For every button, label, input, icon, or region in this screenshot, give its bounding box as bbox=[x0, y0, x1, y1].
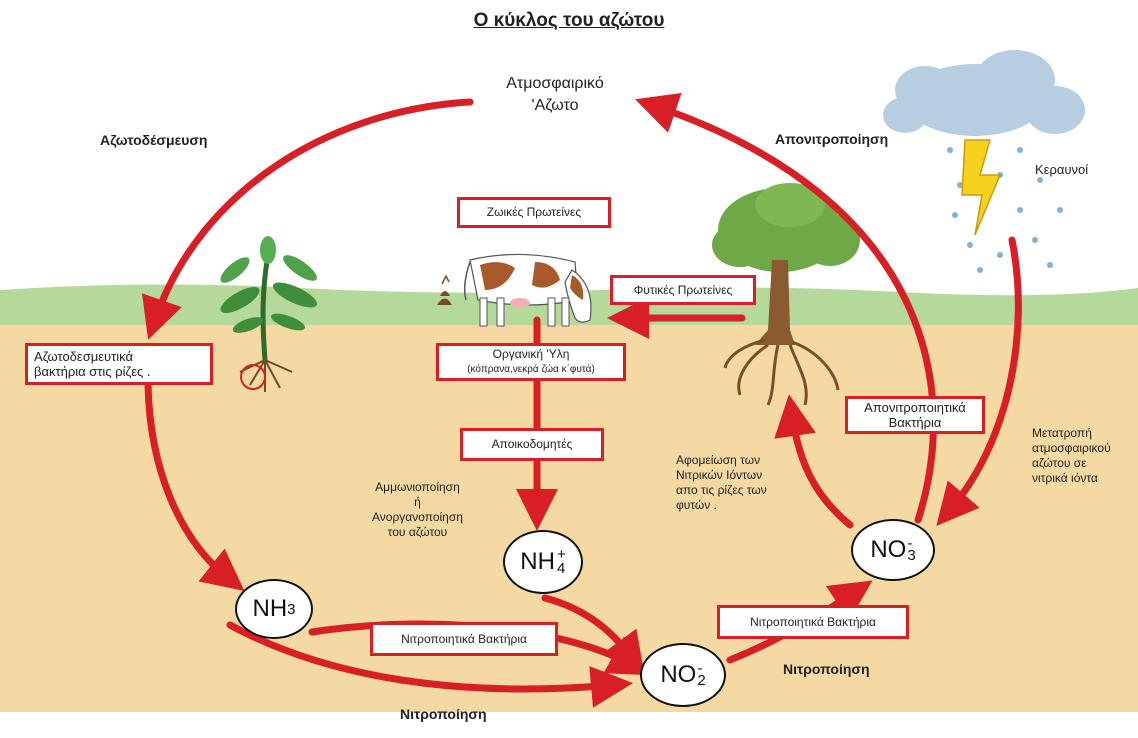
manure-icon bbox=[437, 274, 452, 305]
no2-base: NO bbox=[660, 661, 697, 688]
organic-matter-line2: (κόπρανα,νεκρά ζώα κ΄φυτά) bbox=[467, 364, 595, 375]
nh3-subscript: 3 bbox=[287, 600, 296, 618]
no2-node: NO - 2 bbox=[640, 643, 726, 707]
organic-matter-line1: Οργανική 'Υλη bbox=[492, 347, 570, 361]
ammonification-label: Αμμωνιοποίηση ή Ανοργανοποίηση του αζώτο… bbox=[372, 480, 463, 539]
animal-proteins-box: Ζωικές Πρωτείνες bbox=[457, 197, 611, 228]
arrow-fixation bbox=[142, 98, 474, 340]
nitrification-label-right: Νιτροποίηση bbox=[783, 661, 870, 677]
arrows-layer bbox=[142, 92, 1022, 708]
no3-base: NO bbox=[870, 536, 907, 563]
plant-icon bbox=[220, 236, 318, 392]
decomposers-box: Αποικοδομητές bbox=[460, 428, 604, 461]
nh4-subscript: 4 bbox=[556, 560, 566, 577]
no3-node: NO - 3 bbox=[851, 519, 935, 581]
lightning-label: Κεραυνοί bbox=[1035, 162, 1089, 177]
no3-charge: - bbox=[907, 535, 913, 552]
arrow-to-nh3 bbox=[144, 381, 245, 592]
nh3-base: NH bbox=[252, 595, 288, 622]
cow-icon bbox=[463, 253, 592, 327]
organic-matter-box: Οργανική 'Υλη (κόπρανα,νεκρά ζώα κ΄φυτά) bbox=[436, 343, 626, 381]
nitrifying-bacteria-box-1: Νιτροποιητικά Βακτήρια bbox=[370, 622, 558, 656]
fixation-label: Αζωτοδέσμευση bbox=[100, 132, 208, 148]
lightning-conversion-label: Μετατροπή ατμοσφαιρικού αζώτου σε νιτρικ… bbox=[1032, 426, 1111, 485]
arrow-denitrification bbox=[635, 92, 937, 524]
denitrifying-bacteria-box: Απονιτροποιητικά Βακτήρια bbox=[845, 396, 985, 434]
nitrate-uptake-label: Αφομείωση των Νιτρικών Ιόντων απο τις ρί… bbox=[676, 453, 767, 512]
tree-icon bbox=[712, 183, 860, 406]
nh4-charge: + bbox=[556, 546, 566, 563]
nitrifying-bacteria-box-2: Νιτροποιητικά Βακτήρια bbox=[717, 605, 909, 639]
bottom-margin bbox=[0, 712, 1138, 738]
fixing-bacteria-box: Αζωτοδεσμευτικά βακτήρια στις ρίζες . bbox=[25, 343, 213, 385]
plant-proteins-box: Φυτικές Πρωτείνες bbox=[610, 275, 756, 305]
no2-subscript: 2 bbox=[697, 672, 706, 689]
nh4-node: NH + 4 bbox=[503, 530, 583, 594]
no3-subscript: 3 bbox=[907, 547, 916, 564]
diagram-title: Ο κύκλος του αζώτου bbox=[473, 10, 665, 31]
atmosphere-label-line2: 'Αζωτο bbox=[531, 97, 579, 114]
lightning-icon bbox=[961, 139, 1002, 236]
root-nodules-highlight bbox=[240, 364, 266, 390]
arrow-nh4-to-no2 bbox=[541, 594, 645, 675]
arrow-nh3-to-no2 bbox=[226, 621, 633, 708]
no2-charge: - bbox=[697, 660, 703, 677]
nh4-base: NH bbox=[520, 548, 555, 575]
cloud-icon bbox=[883, 50, 1085, 136]
denitrification-label: Απονιτροποίηση bbox=[775, 131, 889, 147]
arrow-no3-to-tree bbox=[774, 394, 854, 529]
arrow-lightning-to-no3 bbox=[936, 236, 1022, 526]
nitrification-label-bottom: Νιτροποίηση bbox=[400, 706, 487, 722]
atmosphere-label-line1: Ατμοσφαιρικό bbox=[506, 75, 604, 92]
